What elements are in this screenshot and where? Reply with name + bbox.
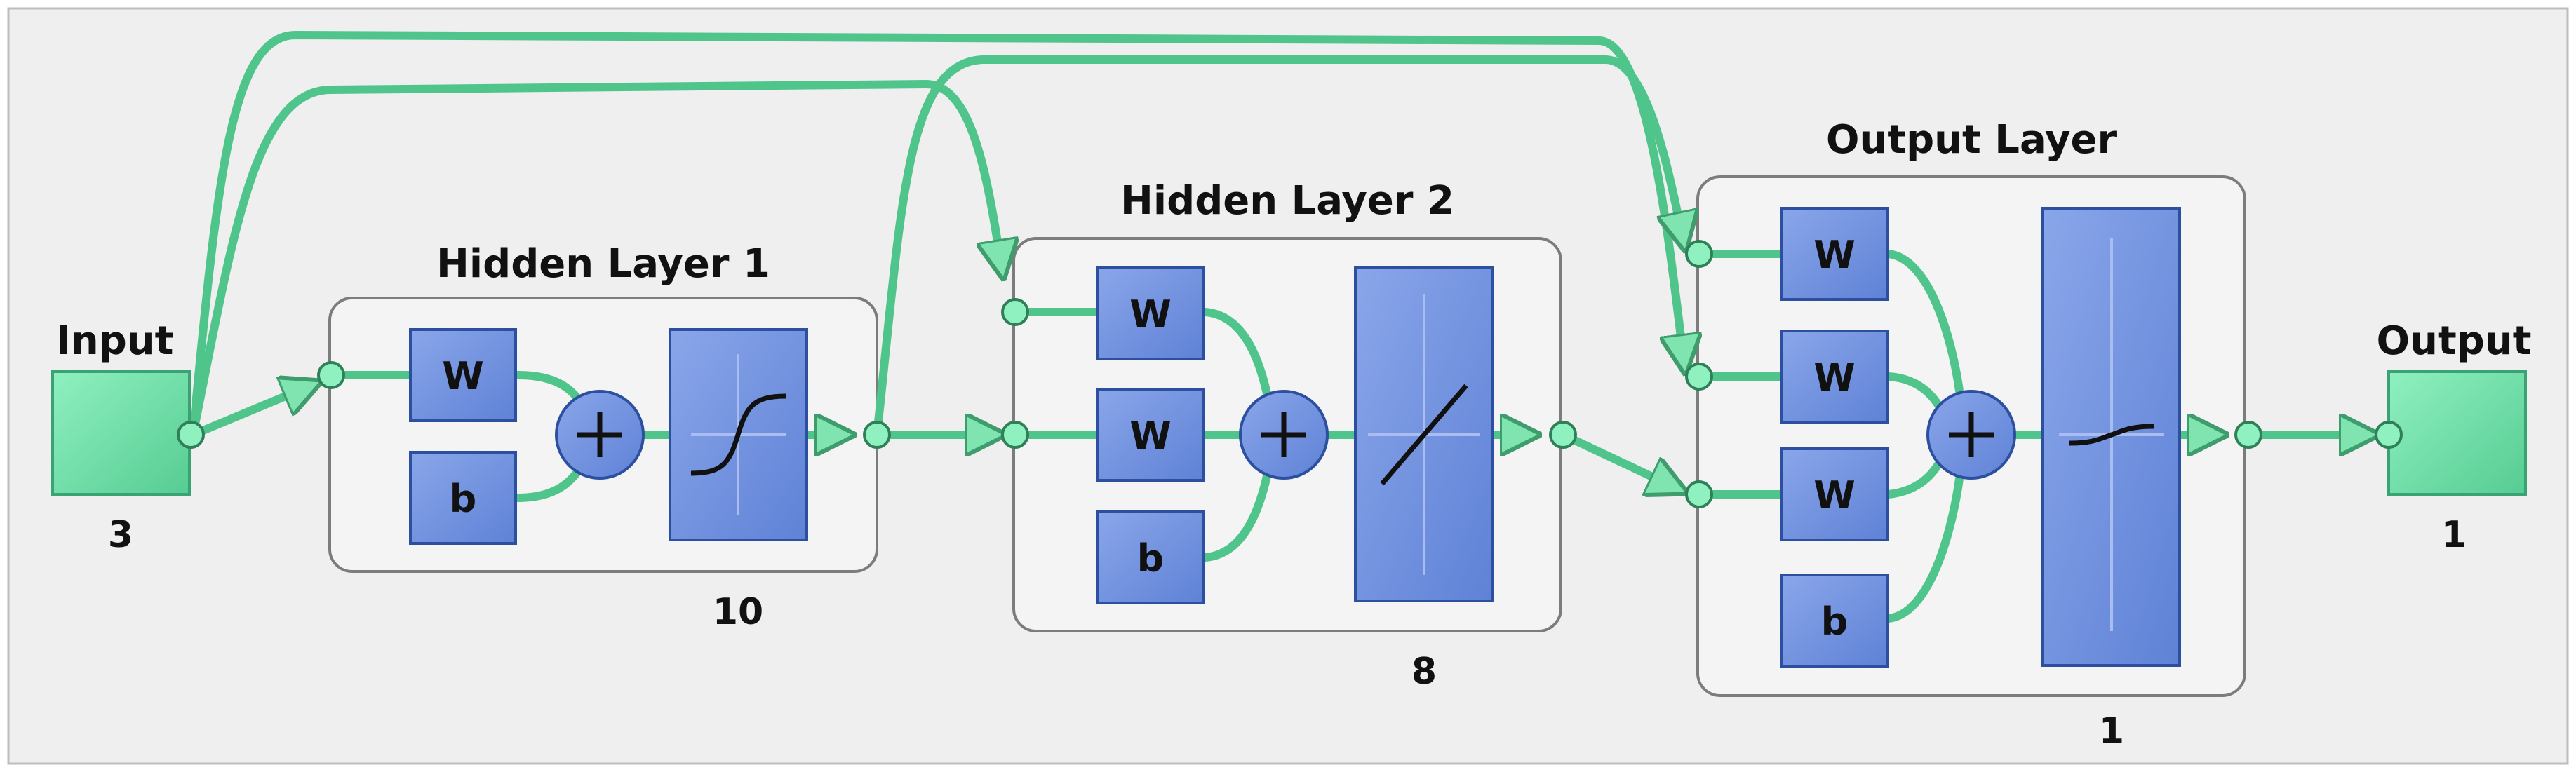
hl1-out-node xyxy=(863,421,891,449)
hidden-layer-2-size: 8 xyxy=(1411,651,1437,693)
ol-w1-to-sum-line xyxy=(1884,250,1965,407)
hl1-bias-block xyxy=(409,451,517,545)
plus-icon xyxy=(577,412,622,457)
plus-icon xyxy=(1261,412,1306,457)
ol-bias-block xyxy=(1780,574,1889,668)
input-out-node xyxy=(177,421,205,449)
ol-weight-block-2 xyxy=(1780,330,1889,424)
linear-icon xyxy=(1368,294,1480,575)
hl2-in-node-1 xyxy=(1001,298,1029,326)
saturating-linear-icon xyxy=(2059,238,2164,631)
hl2-to-output-line xyxy=(1559,431,1685,492)
ol-weight-label-3: W xyxy=(1813,473,1856,517)
hl2-weight-block-2 xyxy=(1096,388,1205,482)
ol-out-node xyxy=(2234,421,2262,449)
hl2-in-node-2 xyxy=(1001,421,1029,449)
hl1-to-output-line xyxy=(873,55,1685,439)
ol-in-node-2 xyxy=(1685,363,1713,391)
ol-bias-label: b xyxy=(1821,600,1849,644)
output-layer-title: Output Layer xyxy=(1826,117,2117,163)
hl2-out-node xyxy=(1549,421,1577,449)
input-label: Input xyxy=(56,318,173,364)
ol-weight-block-3 xyxy=(1780,447,1889,541)
ol-b-to-sum-line xyxy=(1884,462,1965,623)
output-box xyxy=(2387,370,2527,496)
hl1-in-node xyxy=(317,361,345,389)
hl1-weight-block xyxy=(409,328,517,422)
hl1-weight-label: W xyxy=(442,354,484,398)
output-label: Output xyxy=(2377,318,2532,364)
hl2-weight-label-2: W xyxy=(1129,414,1172,458)
hidden-layer-1-size: 10 xyxy=(713,591,763,633)
hl2-weight-block-1 xyxy=(1096,266,1205,360)
connection-lines xyxy=(189,30,2381,623)
ol-in-node-1 xyxy=(1685,240,1713,268)
output-in-node xyxy=(2375,421,2403,449)
input-size: 3 xyxy=(108,514,133,556)
hl2-weight-label-1: W xyxy=(1129,292,1172,337)
output-layer-size: 1 xyxy=(2099,710,2124,752)
input-to-hl2-line xyxy=(189,79,1003,439)
input-to-hl1-line xyxy=(189,382,319,439)
hidden-layer-1-title: Hidden Layer 1 xyxy=(436,241,770,287)
ol-weight-label-2: W xyxy=(1813,355,1856,400)
connection-nodes xyxy=(177,240,2403,508)
sigmoid-icon xyxy=(690,354,786,515)
ol-weight-block-1 xyxy=(1780,207,1889,301)
input-box xyxy=(51,370,191,496)
ol-in-node-3 xyxy=(1685,480,1713,508)
hl2-bias-block xyxy=(1096,510,1205,604)
hl2-bias-label: b xyxy=(1137,536,1165,581)
hidden-layer-2-title: Hidden Layer 2 xyxy=(1120,178,1454,224)
hl1-bias-label: b xyxy=(450,477,477,521)
plus-icon xyxy=(1949,412,1994,457)
output-size: 1 xyxy=(2441,514,2467,556)
ol-weight-label-1: W xyxy=(1813,233,1856,277)
